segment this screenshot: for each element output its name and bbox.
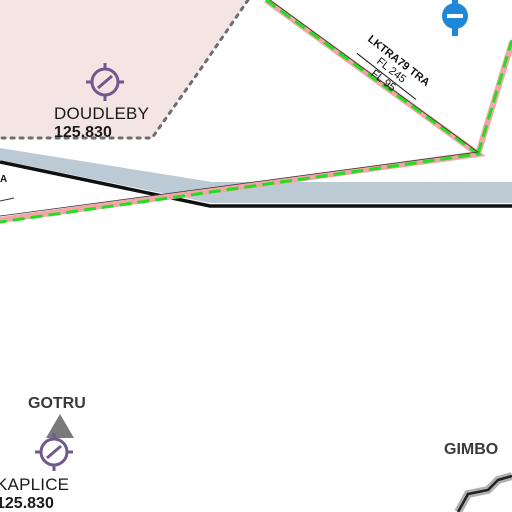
fir-boundary-right: [476, 39, 512, 155]
vor-station-icon[interactable]: [35, 433, 73, 471]
tra-inner-line: [0, 0, 480, 217]
sector-name-kaplice: KAPLICE: [0, 475, 70, 494]
restricted-area-boundary: [0, 0, 250, 140]
boundary-line: [454, 472, 512, 512]
restricted-area-icon: [442, 0, 468, 36]
sector-frequency-kaplice: 125.830: [0, 495, 54, 512]
sector-frequency-doudleby: 125.830: [54, 124, 112, 141]
waypoint-name-gotru: GOTRU: [28, 395, 86, 412]
waypoint-name-gimbo: GIMBO: [444, 441, 499, 458]
partial-edge-label: A: [0, 174, 8, 185]
restricted-area: [0, 0, 248, 138]
vor-station-icon[interactable]: [86, 63, 124, 101]
triangle-waypoint-icon[interactable]: [46, 414, 74, 438]
edge-tick: [0, 197, 15, 202]
boundary-line-inner: [456, 474, 512, 512]
airway-band: [0, 148, 512, 203]
sector-name-doudleby: DOUDLEBY: [54, 104, 150, 123]
airway-centerline: [0, 160, 512, 208]
